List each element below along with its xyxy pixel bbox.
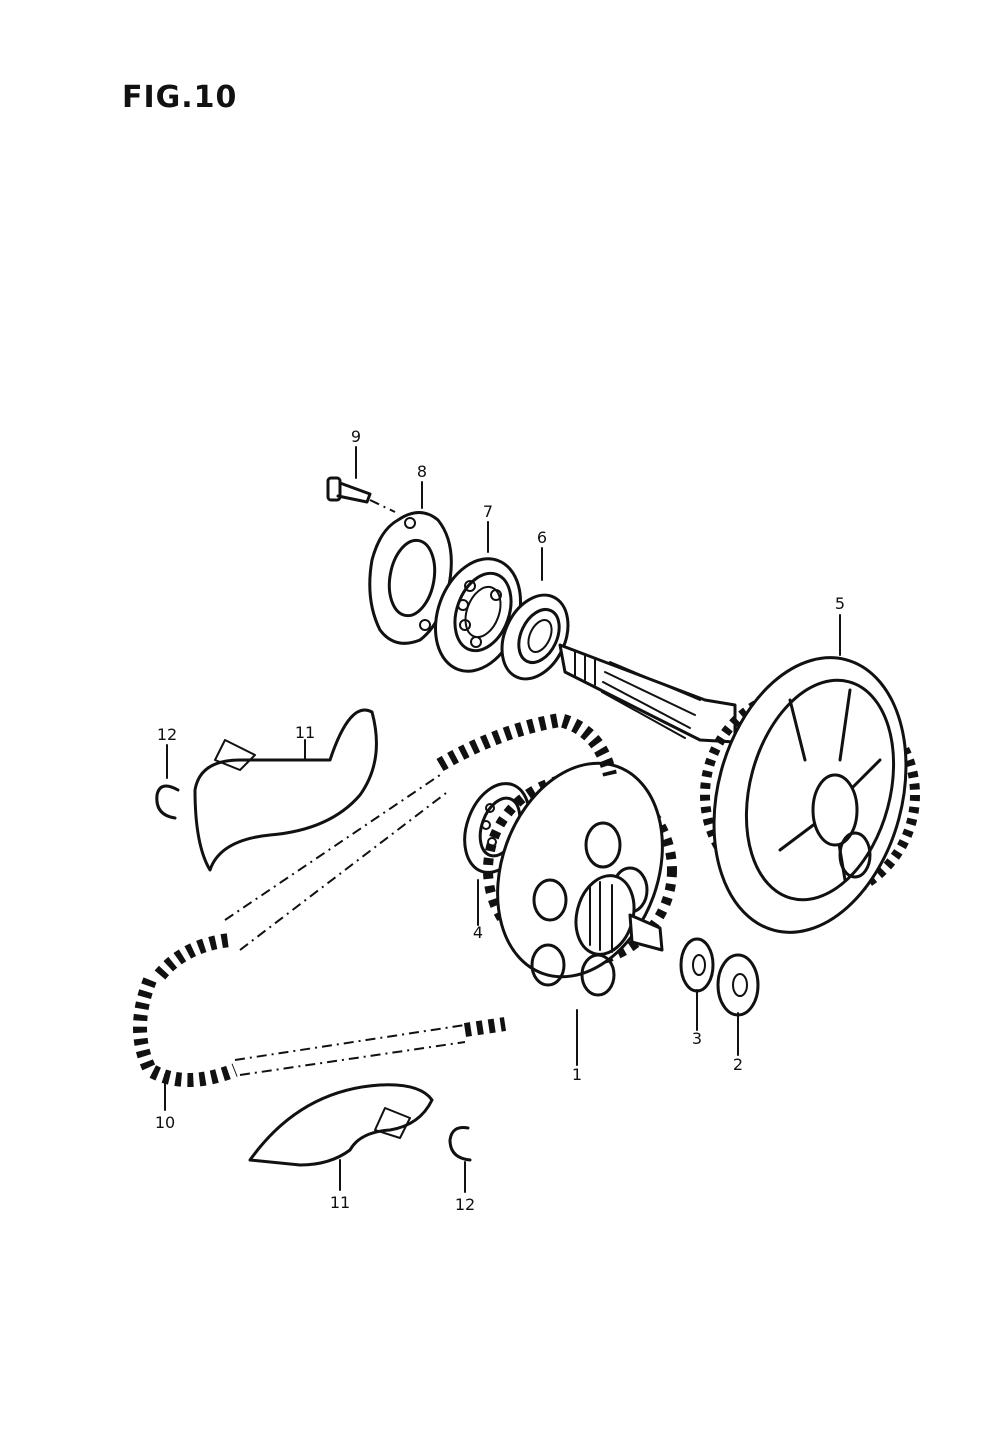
part-9-bolt <box>326 476 396 513</box>
callout-5: 5 <box>835 594 845 613</box>
part-12-circlip-lower <box>448 1126 472 1162</box>
callout-10: 10 <box>155 1113 175 1132</box>
part-6-oil-seal <box>500 593 570 681</box>
callout-2: 2 <box>733 1055 743 1074</box>
part-11-chain-guide-lower <box>248 1083 434 1167</box>
part-11-chain-guide-upper <box>193 708 378 872</box>
part-10-chain <box>133 712 617 1087</box>
leader-lines <box>164 446 841 1193</box>
part-2-washer <box>716 953 760 1017</box>
part-8-retainer-plate <box>368 511 453 645</box>
part-3-washer <box>679 937 715 993</box>
part-12-circlip-upper <box>155 784 180 820</box>
callout-7: 7 <box>483 502 493 521</box>
part-5-shaft-gear <box>558 643 920 934</box>
callout-12-upper: 12 <box>157 725 177 744</box>
part-1-sprocket <box>483 761 677 997</box>
callout-12-lower: 12 <box>455 1195 475 1214</box>
callout-1: 1 <box>572 1065 582 1084</box>
figure-title: FIG.10 <box>122 80 238 115</box>
callout-11-upper: 11 <box>295 723 315 742</box>
callout-4: 4 <box>473 923 483 942</box>
callout-8: 8 <box>417 462 427 481</box>
callout-9: 9 <box>351 427 361 446</box>
callout-labels: 9 8 7 6 5 12 11 4 1 3 2 10 11 12 <box>155 427 845 1214</box>
callout-3: 3 <box>692 1029 702 1048</box>
callout-6: 6 <box>537 528 547 547</box>
callout-11-lower: 11 <box>330 1193 350 1212</box>
